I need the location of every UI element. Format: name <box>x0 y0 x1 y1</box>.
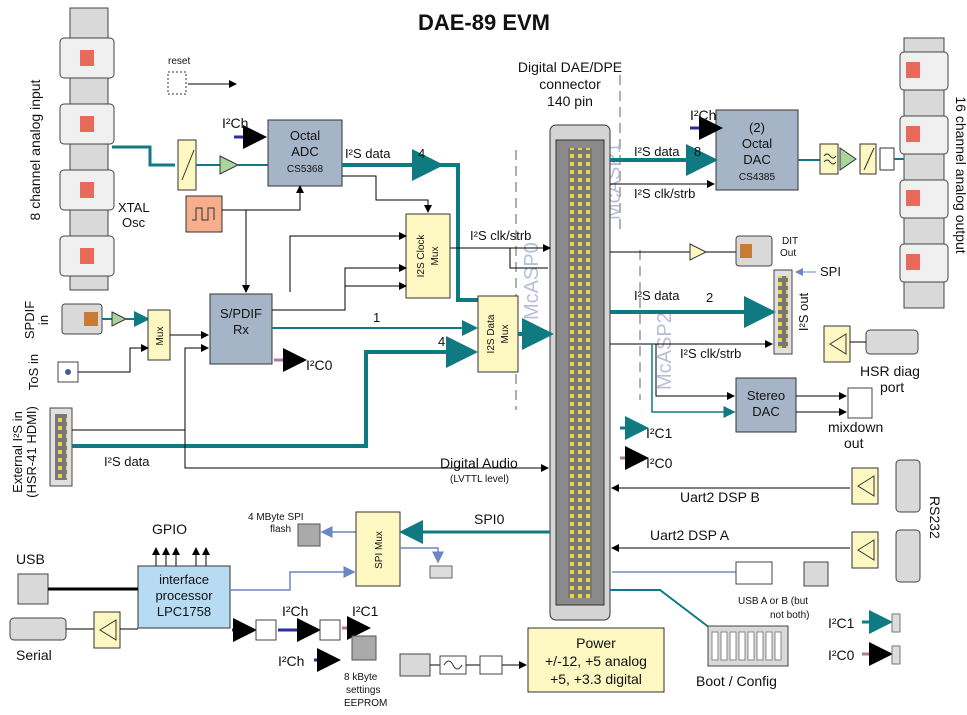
reset-label: reset <box>168 56 190 67</box>
diagram-title: DAE-89 EVM <box>418 10 550 35</box>
right-i2c0-label: I²C0 <box>828 647 855 663</box>
adc-part: CS5368 <box>287 164 324 175</box>
spi0-label: SPI0 <box>474 511 505 527</box>
usb-ab-line1: USB A or B (but <box>738 596 808 607</box>
octal-adc-block <box>267 119 343 187</box>
dac-line1: (2) <box>749 120 765 135</box>
connector-label-2: connector <box>539 76 601 92</box>
analog-output-panel <box>899 37 949 309</box>
xtal-line2: Osc <box>122 215 146 230</box>
interface-line3: LPC1758 <box>157 604 211 619</box>
adc-i2s-data-label: I²S data <box>345 146 391 161</box>
tos-in-label: ToS in <box>26 354 41 390</box>
eeprom-line1: 8 kByte <box>344 672 378 683</box>
eeprom-line3: EEPROM <box>344 698 387 709</box>
dac-clk-label: I²S clk/strb <box>634 186 695 201</box>
mixdown-line2: out <box>844 435 864 451</box>
data-mux-line1: I2S Data <box>486 314 497 353</box>
mixdown-line1: mixdown <box>828 419 883 435</box>
power-line2: +/-12, +5 analog <box>545 653 647 669</box>
adc-width-label: 4 <box>418 146 425 161</box>
chain-i2ch-label: I²Ch <box>282 603 308 619</box>
lvttl-label: (LVTTL level) <box>450 474 509 485</box>
out-i2s-data-label: I²S data <box>634 288 680 303</box>
connector-label-3: 140 pin <box>547 93 593 109</box>
adc-i2c-label: I²Ch <box>222 115 248 131</box>
analog-output-label: 16 channel analog output <box>953 96 967 253</box>
dac-width-label: 8 <box>694 144 701 159</box>
uart-b-label: Uart2 DSP B <box>680 489 760 505</box>
eeprom-i2ch-label: I²Ch <box>278 653 304 669</box>
power-line1: Power <box>576 635 616 651</box>
clock-strb-label: I²S clk/strb <box>470 228 531 243</box>
eeprom-line2: settings <box>346 685 380 696</box>
octal-dac-block <box>715 109 799 191</box>
conn-i2c1-label: I²C1 <box>646 425 673 441</box>
gpio-label: GPIO <box>152 521 187 537</box>
out-width-label: 2 <box>706 290 713 305</box>
adc-line2: ADC <box>291 144 318 159</box>
clock-mux-line2: Mux <box>430 247 441 266</box>
serial-label: Serial <box>16 647 52 663</box>
stereo-dac-line1: Stereo <box>747 388 785 403</box>
rx-width-label: 1 <box>373 310 380 325</box>
spdif-in-line1: SPDIF <box>22 301 37 339</box>
ext-i2s-line1: External I²S in <box>10 411 25 493</box>
mcasp0-label: McASP0 <box>521 242 543 320</box>
dae-connector: Digital DAE/DPE connector 140 pin <box>518 59 622 621</box>
data-mux-line2: Mux <box>500 325 511 344</box>
analog-input-panel <box>59 7 115 291</box>
flash-line1: 4 MByte SPI <box>248 512 304 523</box>
flash-line2: flash <box>270 524 291 535</box>
dac-i2s-data-label: I²S data <box>634 144 680 159</box>
spi-mux-label: SPI Mux <box>374 531 385 569</box>
ext-width-label: 4 <box>438 334 445 349</box>
analog-input-label: 8 channel analog input <box>27 79 43 220</box>
interface-line1: interface <box>159 572 209 587</box>
adc-line1: Octal <box>290 128 320 143</box>
right-i2c1-label: I²C1 <box>828 615 855 631</box>
i2s-out-label: I²S out <box>796 292 811 331</box>
ext-i2s-data-label: I²S data <box>104 454 150 469</box>
usb-ab-line2: not both) <box>770 610 809 621</box>
spdif-in-line2: in <box>36 315 51 325</box>
dit-line1: DIT <box>782 236 798 247</box>
stereo-dac-block <box>735 377 797 433</box>
spi-mux-block <box>355 511 401 587</box>
rx-i2c-label: I²C0 <box>306 357 333 373</box>
power-block <box>527 627 665 693</box>
stereo-dac-line2: DAC <box>752 404 779 419</box>
mcasp2-label: McASP2 <box>654 312 676 390</box>
dac-line3: DAC <box>743 152 770 167</box>
connector-label-1: Digital DAE/DPE <box>518 59 622 75</box>
xtal-osc-block <box>185 195 223 233</box>
usb-label: USB <box>16 551 45 567</box>
i2s-clock-mux-block <box>405 213 451 299</box>
hsr-line2: port <box>880 379 904 395</box>
chain-i2c1-label: I²C1 <box>352 603 379 619</box>
dac-part: CS4385 <box>739 172 776 183</box>
spdif-rx-line1: S/PDIF <box>220 306 262 321</box>
dac-i2c-label: I²Ch <box>690 107 716 123</box>
mux-label: Mux <box>155 327 166 346</box>
boot-config-label: Boot / Config <box>696 673 777 689</box>
ext-i2s-line2: (HSR-41 HDMI) <box>24 406 39 498</box>
spdif-rx-line2: Rx <box>233 322 249 337</box>
dit-line2: Out <box>780 248 796 259</box>
power-line3: +5, +3.3 digital <box>550 671 642 687</box>
digital-audio-label: Digital Audio <box>440 455 518 471</box>
hsr-line1: HSR diag <box>860 363 920 379</box>
interface-processor-block <box>137 565 231 629</box>
i2s-data-mux-block <box>477 295 519 373</box>
interface-line2: processor <box>155 588 213 603</box>
clock-mux-line1: I2S Clock <box>416 234 427 278</box>
spi-out-label: SPI <box>820 264 841 279</box>
out-clk-label: I²S clk/strb <box>680 346 741 361</box>
uart-a-label: Uart2 DSP A <box>650 527 730 543</box>
rs232-label: RS232 <box>927 496 943 539</box>
dac-line2: Octal <box>742 136 772 151</box>
conn-i2c0-label: I²C0 <box>646 455 673 471</box>
xtal-line1: XTAL <box>118 200 150 215</box>
